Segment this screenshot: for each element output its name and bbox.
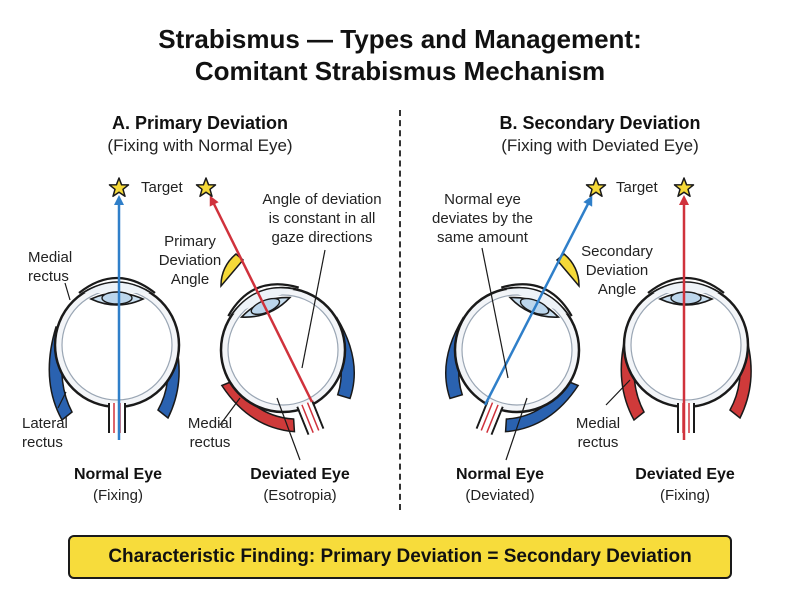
panel-a-subtitle: (Fixing with Normal Eye) <box>107 136 293 155</box>
panel-b-deviation-angle <box>555 253 580 289</box>
panel-a-deviation-angle <box>220 253 245 289</box>
panel-a-left-eye-sub: (Fixing) <box>92 487 143 504</box>
panel-b-right-eye-sub: (Fixing) <box>659 487 710 504</box>
panel-b-target-star-right <box>673 177 695 198</box>
panel-b-normal-eye <box>425 263 601 457</box>
panel-b-normal-visual-axis <box>483 195 593 406</box>
panel-a-right-eye-name: Deviated Eye <box>250 466 350 483</box>
panel-b-subtitle: (Fixing with Deviated Eye) <box>501 136 699 155</box>
panel-a-normal-eye <box>48 276 181 435</box>
panel-a-left-eye-name: Normal Eye <box>73 466 163 483</box>
panel-a-deviated-eye <box>199 263 375 457</box>
panel-divider <box>399 110 401 510</box>
panel-b-right-eye-name: Deviated Eye <box>635 466 735 483</box>
panel-a-deviated-visual-axis <box>209 195 314 403</box>
panel-a-target-label: Target <box>141 179 183 196</box>
panel-b-target-star-left <box>585 177 607 198</box>
panel-a-target-star-left <box>108 177 130 198</box>
panel-b-target-label: Target <box>616 179 658 196</box>
main-title-line-1: Strabismus — Types and Management: <box>158 24 642 54</box>
panel-b-left-eye-sub: (Deviated) <box>465 487 535 504</box>
panel-a-title: A. Primary Deviation <box>111 113 289 133</box>
panel-b-left-eye-name: Normal Eye <box>455 466 545 483</box>
panel-a-target-star-right <box>195 177 217 198</box>
panel-a-right-eye-sub: (Esotropia) <box>263 487 337 504</box>
panel-b-deviated-eye <box>620 276 752 435</box>
main-title-line-2: Comitant Strabismus Mechanism <box>194 56 606 86</box>
characteristic-finding-banner: Characteristic Finding: Primary Deviatio… <box>68 535 732 579</box>
panel-b-title: B. Secondary Deviation <box>499 113 701 133</box>
